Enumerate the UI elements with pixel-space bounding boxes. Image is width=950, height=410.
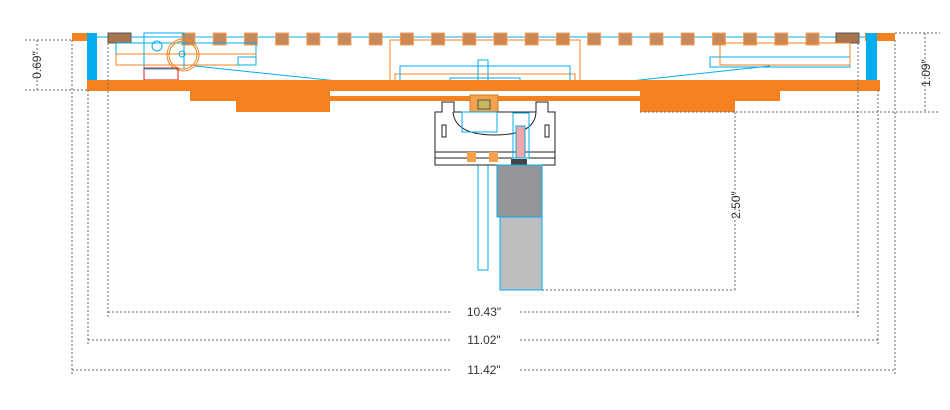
top-square bbox=[306, 32, 321, 46]
dim-outer-width: 11.42" bbox=[467, 363, 500, 377]
dim-right-height: 1.09" bbox=[919, 59, 933, 87]
top-square bbox=[805, 32, 820, 46]
top-square bbox=[399, 32, 414, 46]
right-brown-block bbox=[835, 32, 860, 44]
top-square bbox=[743, 32, 758, 46]
top-square bbox=[524, 32, 539, 46]
dim-inner-width: 10.43" bbox=[467, 305, 501, 319]
top-square bbox=[680, 32, 695, 46]
stand-clamp bbox=[434, 101, 556, 166]
top-frame bbox=[72, 32, 895, 90]
top-square bbox=[275, 32, 290, 46]
dimension-lines: 0.69" 1.09" 2.50" 10.43" 11.02" 11.42" bbox=[25, 32, 940, 377]
dim-stand-height: 2.50" bbox=[729, 191, 743, 219]
top-square bbox=[212, 32, 227, 46]
dim-middle-width: 11.02" bbox=[467, 333, 500, 347]
top-square bbox=[711, 32, 726, 46]
top-square bbox=[431, 32, 446, 46]
top-square bbox=[243, 32, 258, 46]
top-square bbox=[618, 32, 633, 46]
top-square bbox=[337, 32, 352, 46]
top-square bbox=[555, 32, 570, 46]
stand-lower-block bbox=[499, 216, 543, 291]
top-square bbox=[462, 32, 477, 46]
stand-upper-block bbox=[496, 164, 543, 218]
top-square bbox=[774, 32, 789, 46]
top-square bbox=[368, 32, 383, 46]
top-squares bbox=[181, 32, 820, 46]
left-brown-block bbox=[107, 32, 132, 44]
top-square bbox=[649, 32, 664, 46]
right-blue-post bbox=[866, 33, 877, 90]
top-square bbox=[587, 32, 602, 46]
left-blue-post bbox=[87, 33, 97, 90]
top-square bbox=[493, 32, 508, 46]
red-component bbox=[143, 67, 179, 81]
dim-left-height: 0.69" bbox=[30, 51, 44, 79]
